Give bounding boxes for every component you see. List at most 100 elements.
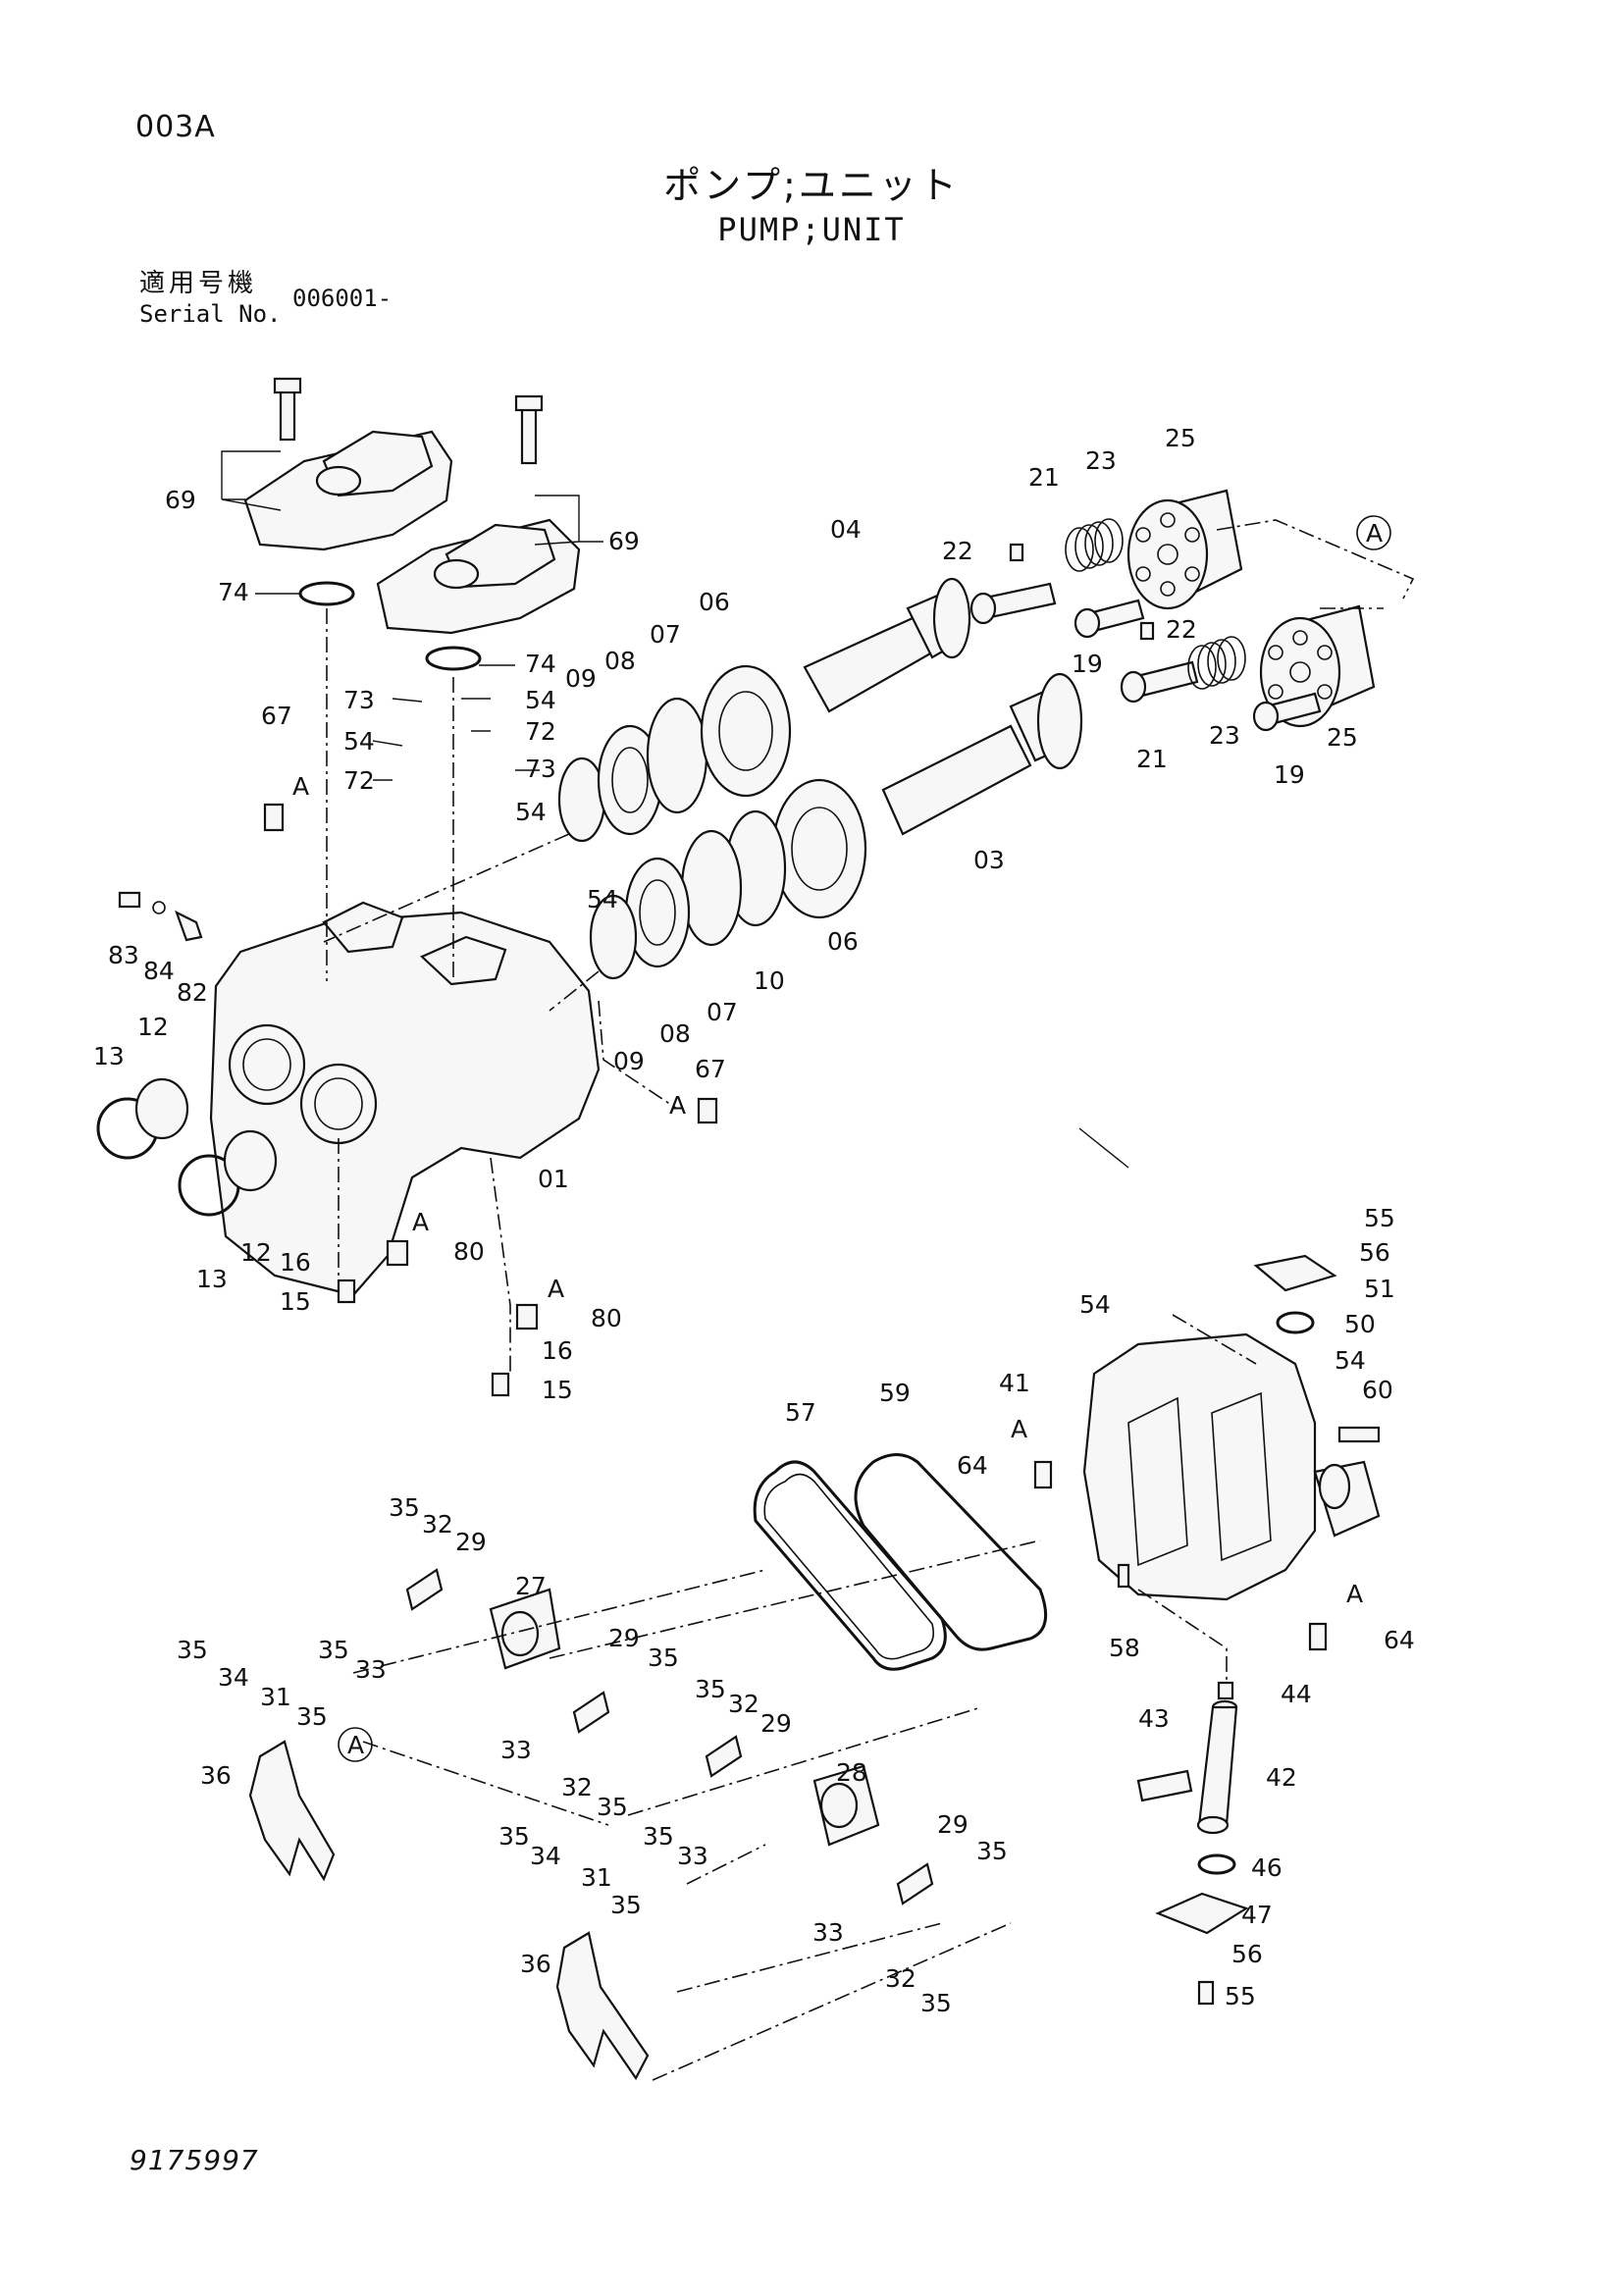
callout-60: 60 — [1362, 1376, 1393, 1404]
callout-67-upper: 67 — [261, 702, 292, 730]
callout-58: 58 — [1109, 1634, 1140, 1662]
callout-74-upper: 74 — [218, 578, 249, 606]
callout-43: 43 — [1138, 1704, 1170, 1733]
callout-29-a: 29 — [455, 1528, 487, 1556]
callout-04: 04 — [830, 515, 862, 544]
callout-54-f: 54 — [1335, 1346, 1366, 1375]
lever-32-lower — [572, 1691, 610, 1734]
pin-22-lower — [1139, 621, 1155, 641]
callout-54-e: 54 — [1079, 1290, 1111, 1319]
bolt-60 — [1337, 1426, 1381, 1443]
callout-35-e: 35 — [296, 1702, 328, 1731]
callout-51: 51 — [1364, 1275, 1395, 1303]
cylinder-block-25-upper — [1126, 489, 1243, 610]
plug-80-lower — [515, 1303, 539, 1331]
plug-67-lower — [697, 1097, 718, 1124]
assembly-line-a-upper — [598, 1000, 678, 1110]
drive-shaft-03 — [881, 672, 1083, 836]
plug-80-upper — [386, 1239, 409, 1267]
callout-35-a: 35 — [389, 1493, 420, 1522]
collar-09-upper — [557, 757, 606, 843]
callout-16-upper: 16 — [280, 1248, 311, 1277]
o-ring-50 — [1276, 1311, 1315, 1334]
callout-35-c: 35 — [648, 1644, 679, 1672]
callout-35-f: 35 — [597, 1793, 628, 1821]
callout-10: 10 — [754, 966, 785, 995]
callout-33-a: 33 — [355, 1655, 387, 1684]
callout-15-upper: 15 — [280, 1287, 311, 1316]
callout-12-lower: 12 — [240, 1238, 272, 1267]
callout-a-circle-lower: A — [347, 1731, 364, 1759]
callout-19-upper: 19 — [1072, 650, 1103, 678]
callout-54-c: 54 — [515, 798, 547, 826]
o-ring-74-lower — [425, 646, 482, 671]
callout-33-b: 33 — [500, 1736, 532, 1764]
callout-03: 03 — [973, 846, 1005, 874]
callout-35-g: 35 — [695, 1675, 726, 1703]
callout-54-d: 54 — [587, 885, 618, 913]
callout-13-upper: 13 — [93, 1042, 125, 1070]
callout-59: 59 — [879, 1379, 911, 1407]
callout-13-lower: 13 — [196, 1265, 228, 1293]
callout-32-a: 32 — [422, 1510, 453, 1539]
callout-54-b: 54 — [525, 686, 556, 714]
callout-34-b: 34 — [530, 1842, 561, 1870]
callout-01: 01 — [538, 1165, 569, 1193]
callout-labels: 69 69 74 74 73 54 54 72 72 73 54 54 67 A… — [93, 424, 1415, 2017]
callout-64-upper: 64 — [957, 1451, 988, 1480]
callout-07-upper: 07 — [650, 620, 681, 649]
callout-34-a: 34 — [218, 1663, 249, 1692]
o-ring-46 — [1197, 1853, 1236, 1875]
callout-06-upper: 06 — [699, 588, 730, 616]
oil-seal-12-lower — [223, 1129, 278, 1192]
callout-27: 27 — [515, 1572, 547, 1600]
callout-22-lower: 22 — [1166, 615, 1197, 644]
callout-a-3: A — [669, 1091, 686, 1120]
callout-56-lower: 56 — [1231, 1940, 1263, 1968]
regulator-valve-lower — [376, 394, 581, 635]
callout-28: 28 — [836, 1758, 867, 1787]
callout-31-b: 31 — [581, 1863, 612, 1892]
tube-42 — [1196, 1699, 1238, 1835]
callout-29-b: 29 — [608, 1624, 640, 1652]
callout-a-2: A — [412, 1208, 429, 1236]
page-code: 003A — [135, 110, 216, 144]
callout-08-upper: 08 — [604, 647, 636, 675]
callout-74-lower: 74 — [525, 650, 556, 678]
document-number: 9175997 — [130, 2144, 259, 2176]
cover-47 — [1155, 1892, 1249, 1935]
callout-72-b: 72 — [525, 717, 556, 746]
plug-64-upper — [1033, 1460, 1053, 1489]
callout-41: 41 — [999, 1369, 1030, 1397]
callout-54-a: 54 — [343, 727, 375, 756]
serial-number-value: 006001- — [292, 285, 393, 312]
callout-42: 42 — [1266, 1763, 1297, 1792]
leader-lines — [221, 450, 1129, 1169]
spring-23-upper — [1065, 518, 1124, 572]
callout-47: 47 — [1241, 1901, 1273, 1929]
center-housing-41 — [1082, 1332, 1381, 1601]
callout-22-upper: 22 — [942, 537, 973, 565]
callout-a-5: A — [1011, 1415, 1027, 1443]
callout-21-upper: 21 — [1028, 463, 1060, 492]
callout-32-d: 32 — [885, 1964, 916, 1993]
callout-23-lower: 23 — [1209, 721, 1240, 750]
callout-09-upper: 09 — [565, 664, 597, 693]
plug-15-lower — [491, 1372, 510, 1397]
spacer-07-upper — [646, 697, 708, 814]
callout-69-upper: 69 — [165, 486, 196, 514]
plug-15-upper — [337, 1278, 356, 1304]
cylinder-block-25-lower — [1259, 604, 1376, 728]
cover-51 — [1253, 1254, 1337, 1292]
washer-84 — [152, 901, 166, 914]
plug-67-upper — [263, 803, 285, 832]
assembly-line-shaft — [323, 833, 600, 1012]
callout-83: 83 — [108, 941, 139, 969]
callout-21-lower: 21 — [1136, 745, 1168, 773]
callout-23-upper: 23 — [1085, 446, 1117, 475]
callout-06-lower: 06 — [827, 927, 859, 956]
callout-35-k: 35 — [610, 1891, 642, 1919]
callout-35-d: 35 — [177, 1636, 208, 1664]
reference-a-circle-upper — [1356, 515, 1391, 550]
